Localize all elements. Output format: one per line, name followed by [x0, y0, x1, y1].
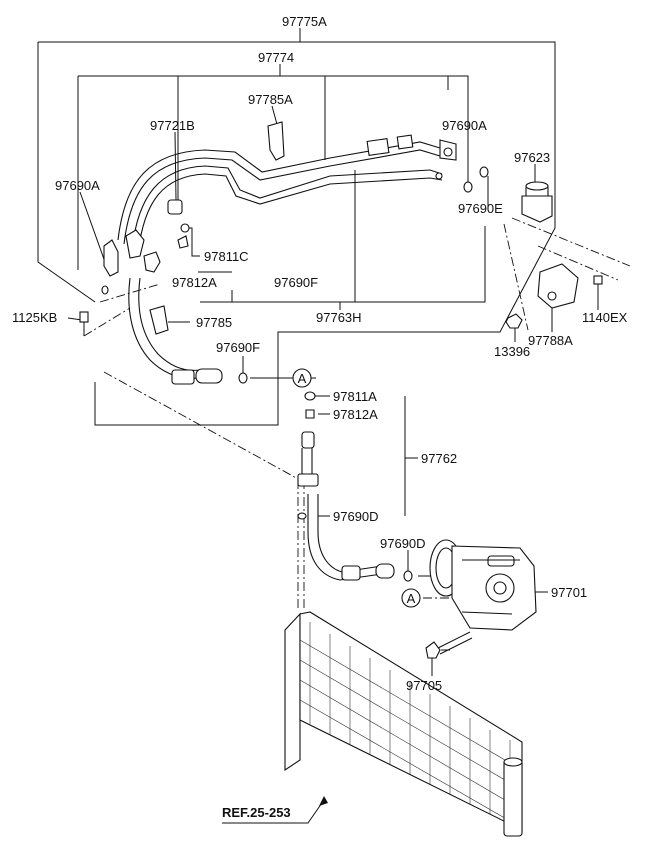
svg-text:A: A — [407, 591, 416, 606]
bolt-97705 — [425, 631, 473, 659]
label-97785: 97785 — [196, 315, 232, 330]
label-97623: 97623 — [514, 150, 550, 165]
label-97788A: 97788A — [528, 333, 573, 348]
bracket-97788A — [537, 263, 579, 309]
label-97762: 97762 — [421, 451, 457, 466]
bracket-97785A — [267, 121, 285, 161]
callout-a-lower: A — [401, 588, 421, 608]
label-97812A-upper: 97812A — [172, 275, 217, 290]
reference-label[interactable]: REF.25-253 — [222, 796, 328, 824]
nut-13396 — [505, 313, 523, 329]
label-97690F-lower: 97690F — [216, 340, 260, 355]
label-97811C: 97811C — [204, 249, 249, 264]
label-97701: 97701 — [551, 585, 587, 600]
label-97812A-lower: 97812A — [333, 407, 378, 422]
label-97690E: 97690E — [458, 201, 503, 216]
label-97763H: 97763H — [316, 310, 362, 325]
label-13396: 13396 — [494, 344, 530, 359]
label-1140EX: 1140EX — [582, 310, 628, 325]
label-97690A-left: 97690A — [55, 178, 100, 193]
label-97690D-upper: 97690D — [380, 536, 426, 551]
small-parts — [79, 121, 603, 582]
label-97811A: 97811A — [333, 389, 377, 404]
refrigerant-pipes — [103, 134, 457, 581]
label-97774: 97774 — [258, 50, 294, 65]
label-97785A: 97785A — [248, 92, 293, 107]
callout-a-upper: A — [292, 368, 312, 388]
bolt-1125KB — [79, 311, 89, 336]
svg-text:A: A — [298, 371, 307, 386]
bracket-97785 — [149, 305, 169, 335]
label-97775A: 97775A — [282, 14, 327, 29]
bolt-1140EX — [593, 275, 603, 292]
label-97690F-upper: 97690F — [274, 275, 318, 290]
label-1125KB: 1125KB — [12, 310, 57, 325]
condenser — [284, 611, 523, 837]
label-97690D-lower: 97690D — [333, 509, 379, 524]
label-97705: 97705 — [406, 678, 442, 693]
receiver-drier — [521, 181, 553, 223]
ref-label: REF.25-253 — [222, 805, 291, 820]
compressor-97701 — [429, 539, 537, 631]
part-labels: 97775A 97774 97785A 97721B 97690A 97690A… — [12, 14, 628, 693]
label-97690A-top: 97690A — [442, 118, 487, 133]
label-97721B: 97721B — [150, 118, 195, 133]
